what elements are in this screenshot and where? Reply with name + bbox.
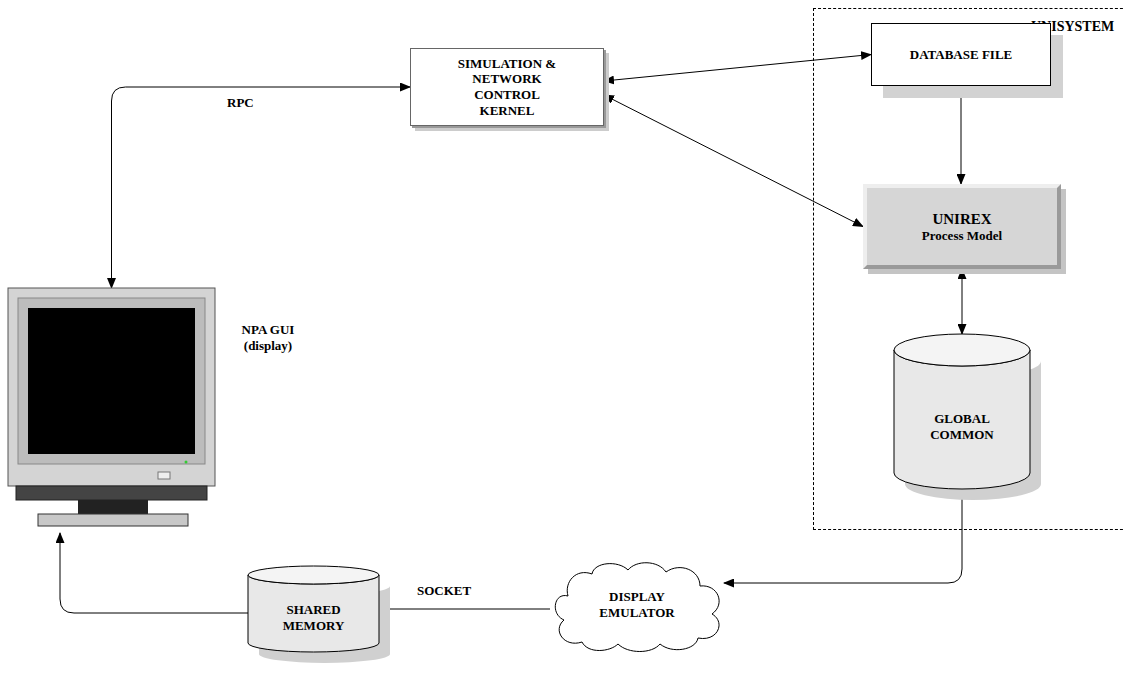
edge-label: SOCKET	[415, 583, 473, 599]
node-text: DATABASE FILE	[910, 47, 1012, 63]
node-text: SIMULATION & NETWORK CONTROL KERNEL	[447, 56, 567, 118]
emulator-cloud: DISPLAY EMULATOR	[548, 558, 726, 652]
connector-arrow	[379, 609, 550, 610]
node-text: NPA GUI (display)	[226, 322, 310, 353]
connector-arrow	[962, 269, 963, 334]
storage-cylinder: GLOBAL COMMON	[894, 334, 1030, 489]
node-text: SHARED MEMORY	[266, 602, 361, 633]
system-region: UNISYSTEMDATABASE FILEUNIREXProcess Mode…	[813, 8, 1123, 530]
process-box: UNIREXProcess Model	[863, 184, 1061, 269]
node-text: GLOBAL COMMON	[912, 411, 1012, 442]
kernel-box: SIMULATION & NETWORK CONTROL KERNEL	[410, 48, 604, 126]
node-text: UNIREX	[932, 210, 991, 228]
connector-arrow	[604, 95, 863, 227]
connector-arrow	[724, 489, 962, 583]
connector-arrow	[60, 533, 248, 613]
edge-label: RPC	[225, 95, 256, 111]
connector-arrow	[961, 86, 962, 184]
storage-cylinder: SHARED MEMORY	[248, 566, 379, 652]
connector-arrow	[604, 55, 871, 82]
database-box: DATABASE FILE	[871, 23, 1051, 86]
display-monitor: NPA GUI (display)	[8, 288, 215, 533]
connector-arrow	[112, 87, 411, 288]
node-text: Process Model	[922, 228, 1002, 244]
monitor-drawing	[8, 288, 215, 533]
node-text: DISPLAY EMULATOR	[582, 589, 692, 620]
